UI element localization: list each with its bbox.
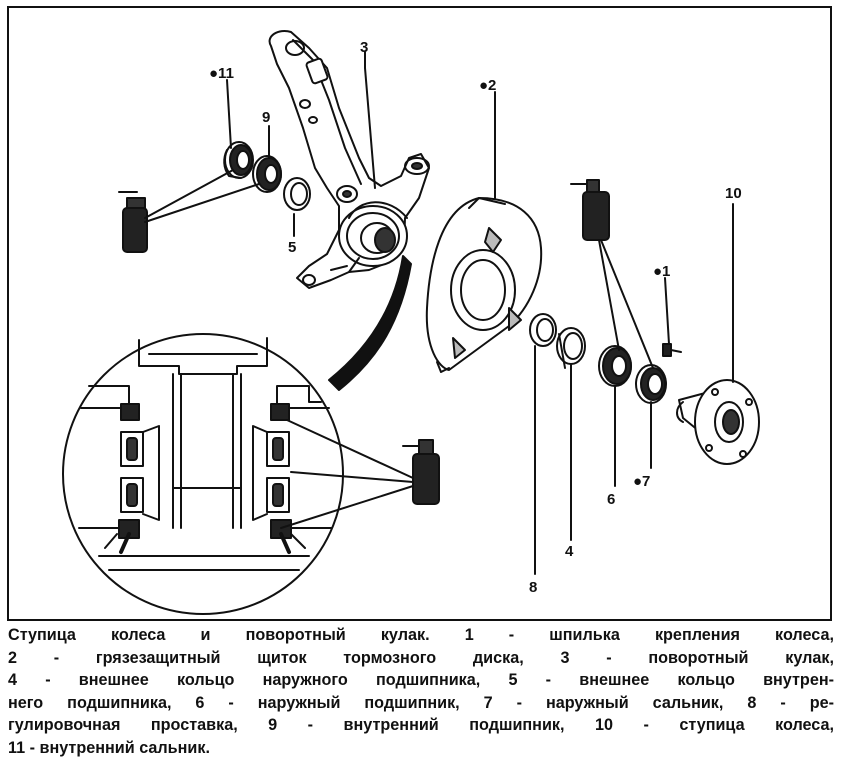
caption-line: 4 - внешнее кольцо наружного подшипника,… — [8, 671, 834, 690]
callout-labels: ●11 9 5 3 ●2 10 ●1 ●7 6 4 8 — [209, 39, 742, 596]
grease-can-left — [118, 169, 260, 253]
figure-caption: Ступица колеса и поворотный кулак. 1 - ш… — [8, 624, 834, 760]
label-10: 10 — [725, 185, 742, 202]
label-5: 5 — [288, 239, 296, 256]
wheel-hub-10 — [676, 379, 760, 465]
grease-can-right — [570, 179, 654, 369]
wheel-stud-1 — [662, 343, 682, 357]
inner-bearing-9 — [252, 155, 282, 193]
caption-line: Ступица колеса и поворотный кулак. 1 - ш… — [8, 626, 834, 644]
outer-bearing-6 — [598, 345, 632, 387]
caption-line: гулировочная проставка, 9 - внутренний п… — [8, 716, 834, 735]
caption-line: 11 - внутренний сальник. — [8, 738, 210, 757]
spacer-8 — [529, 313, 557, 347]
label-4: 4 — [565, 543, 574, 560]
caption-line: 2 - грязезащитный щиток тормозного диска… — [8, 648, 834, 667]
label-7: ●7 — [633, 473, 650, 490]
label-3: 3 — [360, 39, 368, 56]
inner-race-5 — [283, 177, 311, 211]
diagram-frame: ●11 9 5 3 ●2 10 ●1 ●7 6 4 8 — [7, 6, 832, 621]
label-1: ●1 — [653, 263, 670, 280]
outer-seal-7 — [635, 364, 667, 404]
hub-knuckle-diagram: ●11 9 5 3 ●2 10 ●1 ●7 6 4 8 — [62, 30, 760, 615]
inner-seal-11 — [223, 141, 254, 179]
caption-line: него подшипника, 6 - наружный подшипник,… — [8, 693, 834, 712]
outer-race-4 — [556, 327, 586, 369]
label-8: 8 — [529, 579, 537, 596]
grease-can-detail — [280, 419, 440, 529]
section-detail — [62, 333, 344, 615]
label-11: ●11 — [209, 65, 234, 82]
label-6: 6 — [607, 491, 615, 508]
label-2: ●2 — [479, 77, 496, 94]
brake-dust-shield — [425, 197, 543, 373]
label-9: 9 — [262, 109, 270, 126]
steering-knuckle — [268, 30, 430, 289]
